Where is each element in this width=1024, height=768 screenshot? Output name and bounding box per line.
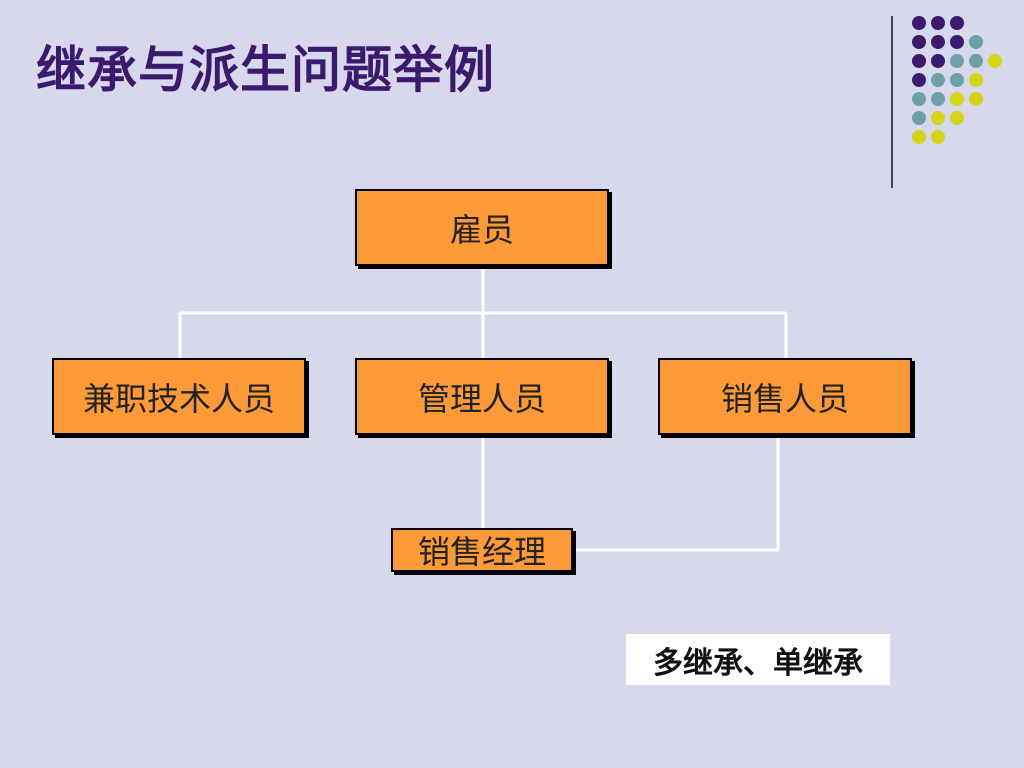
decor-dot: [912, 130, 926, 144]
decor-dot: [950, 54, 964, 68]
decor-dot: [950, 111, 964, 125]
box-sales-manager: 销售经理: [391, 528, 573, 572]
decor-dot: [950, 73, 964, 87]
decor-dot: [912, 16, 926, 30]
decor-dot: [969, 73, 983, 87]
inheritance-note: 多继承、单继承: [626, 634, 890, 685]
decor-dot: [931, 111, 945, 125]
box-part-time-tech: 兼职技术人员: [52, 358, 306, 435]
decor-dot: [931, 130, 945, 144]
decor-dot: [950, 16, 964, 30]
decor-dot: [950, 35, 964, 49]
decor-dot: [931, 16, 945, 30]
decor-dot: [912, 35, 926, 49]
decor-dot: [969, 35, 983, 49]
decor-dot: [969, 54, 983, 68]
decor-dot: [931, 54, 945, 68]
decorative-dot-grid: [912, 16, 1002, 144]
box-sales: 销售人员: [658, 358, 912, 435]
decor-dot: [969, 92, 983, 106]
slide-title: 继承与派生问题举例: [36, 40, 495, 99]
decor-dot: [931, 92, 945, 106]
decor-dot: [912, 73, 926, 87]
decor-dot: [912, 92, 926, 106]
connector-sales-to-sales-manager: [576, 438, 780, 552]
divider-line: [891, 16, 893, 188]
box-employee: 雇员: [355, 189, 609, 266]
decor-dot: [912, 54, 926, 68]
box-manager: 管理人员: [355, 358, 609, 435]
decor-dot: [931, 35, 945, 49]
decor-dot: [931, 73, 945, 87]
decor-dot: [912, 111, 926, 125]
decor-dot: [950, 92, 964, 106]
decor-dot: [988, 54, 1002, 68]
